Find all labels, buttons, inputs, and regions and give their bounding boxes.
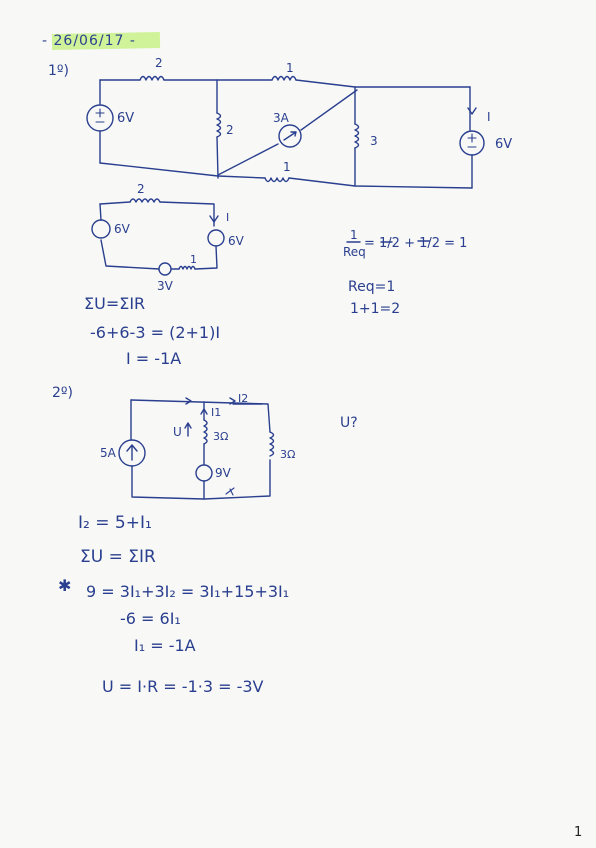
c1r-label-i: I [226,211,230,224]
source-3v-reduced [158,262,172,276]
c1-label-vertical-3: 3 [370,134,378,148]
p2-eq4: -6 = 6I₁ [120,609,181,628]
inductor-1-bottom [264,177,290,183]
p2-side-note: U? [340,415,358,431]
inductor-1-top [271,75,297,81]
req-rhs: = 1/2 + 1/2 = 1 [364,236,468,251]
c2-label-3ohm-right: 3Ω [280,448,296,461]
req-numerator: 1 [350,228,358,242]
source-6v-reduced-left [91,219,111,239]
circuit-1-reduced [91,198,225,276]
problem-1-label: 1º) [48,63,69,79]
source-6v-reduced-right [207,229,225,247]
fraction-bars [346,240,430,243]
voltage-source-9v [195,464,213,482]
req-sum: 1+1=2 [350,301,401,317]
c1-label-3a: 3A [273,111,289,125]
c2-label-9v: 9V [215,466,231,480]
c1-label-6v-left: 6V [117,111,135,126]
c2-label-5a: 5A [100,446,116,460]
p2-star-mark: ✱ [58,576,72,595]
p2-eq1: I₂ = 5+I₁ [78,513,152,533]
c2-label-u: U [173,425,182,439]
p1-eq-substitution: -6+6-3 = (2+1)I [90,323,221,342]
c1r-label-6v-left: 6V [114,222,130,236]
inductor-2-vertical [216,112,222,138]
inductor-3-vertical [354,123,360,149]
inductor-3ohm-right [269,431,275,457]
p2-eq6: U = I·R = -1·3 = -3V [102,677,264,696]
req-denominator: Req [343,245,366,259]
req-result: Req=1 [348,279,396,295]
inductor-1-reduced [178,265,196,270]
c1r-label-2: 2 [137,182,145,196]
problem-2-label: 2º) [52,385,73,401]
p2-eq3: 9 = 3I₁+3I₂ = 3I₁+15+3I₁ [86,582,290,601]
inductor-2-top [139,75,165,81]
current-source-3a [278,124,302,148]
c2-label-i2: I2 [238,392,249,405]
inductor-3ohm-middle [203,419,208,445]
c1-label-inductor-bottom-1: 1 [283,160,291,174]
p2-eq5: I₁ = -1A [134,636,196,655]
p2-eq2: ΣU = ΣIR [80,547,156,567]
p1-eq-kvl: ΣU=ΣIR [84,294,146,313]
circuit-1-main [86,75,485,189]
p1-eq-result: I = -1A [126,349,182,368]
c1r-label-3v: 3V [157,279,173,293]
c1-label-inductor-top-1: 1 [286,61,294,75]
c1r-label-6v-right: 6V [228,234,244,248]
c2-label-3ohm-middle: 3Ω [213,430,229,443]
c2-label-i1: I1 [211,406,222,419]
inductor-2-reduced [129,198,161,203]
page-number: 1 [574,825,583,840]
page-date: - 26/06/17 - [42,33,136,49]
c1-label-inductor-top-2: 2 [155,56,163,70]
c1r-label-1: 1 [190,253,197,266]
circuit-2 [118,397,275,500]
c1-label-6v-right: 6V [495,137,513,152]
c1-label-vertical-2: 2 [226,123,234,137]
c1-label-current-i: I [487,110,491,124]
